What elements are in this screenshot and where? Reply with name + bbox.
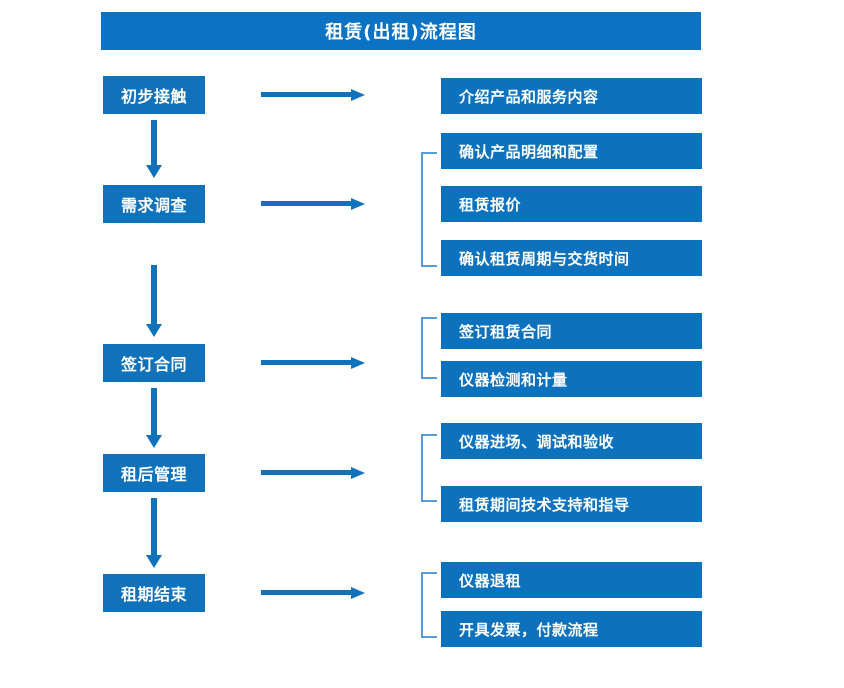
detail-box-4[interactable]: 确认租赁周期与交货时间: [441, 240, 702, 276]
detail-box-7[interactable]: 仪器进场、调试和验收: [441, 423, 702, 459]
stage-label: 签订合同: [120, 355, 187, 374]
detail-box-2[interactable]: 确认产品明细和配置: [441, 133, 702, 169]
down-arrow-icon: [143, 120, 165, 180]
stage-box-3[interactable]: 签订合同: [103, 344, 205, 382]
stage-box-4[interactable]: 租后管理: [103, 454, 205, 492]
page-title: 租赁(出租)流程图: [101, 12, 701, 50]
stage-box-5[interactable]: 租期结束: [103, 574, 205, 612]
stage-box-2[interactable]: 需求调查: [103, 185, 205, 223]
group-bracket-icon: [412, 317, 437, 379]
detail-label: 签订租赁合同: [459, 322, 553, 341]
detail-box-8[interactable]: 租赁期间技术支持和指导: [441, 486, 702, 522]
right-arrow-icon: [261, 355, 366, 371]
group-bracket-icon: [412, 572, 437, 638]
right-arrow-icon: [261, 87, 366, 103]
stage-label: 初步接触: [120, 87, 187, 106]
detail-label: 租赁报价: [459, 195, 522, 214]
right-arrow-icon: [261, 465, 366, 481]
detail-label: 仪器检测和计量: [459, 370, 568, 389]
stage-label: 需求调查: [120, 196, 187, 215]
detail-box-3[interactable]: 租赁报价: [441, 186, 702, 222]
detail-label: 租赁期间技术支持和指导: [459, 495, 630, 514]
detail-box-6[interactable]: 仪器检测和计量: [441, 361, 702, 397]
stage-label: 租期结束: [120, 585, 187, 604]
right-arrow-icon: [261, 196, 366, 212]
detail-label: 仪器退租: [459, 571, 522, 590]
stage-label: 租后管理: [120, 465, 187, 484]
group-bracket-icon: [412, 152, 437, 267]
detail-box-10[interactable]: 开具发票，付款流程: [441, 611, 702, 647]
down-arrow-icon: [143, 498, 165, 570]
down-arrow-icon: [143, 388, 165, 450]
detail-box-5[interactable]: 签订租赁合同: [441, 313, 702, 349]
detail-label: 仪器进场、调试和验收: [459, 432, 615, 451]
detail-label: 开具发票，付款流程: [459, 620, 599, 639]
detail-label: 确认产品明细和配置: [459, 142, 599, 161]
group-bracket-icon: [412, 434, 437, 502]
stage-box-1[interactable]: 初步接触: [103, 76, 205, 114]
right-arrow-icon: [261, 585, 366, 601]
detail-box-1[interactable]: 介绍产品和服务内容: [441, 78, 702, 114]
detail-label: 确认租赁周期与交货时间: [459, 249, 630, 268]
detail-box-9[interactable]: 仪器退租: [441, 562, 702, 598]
detail-label: 介绍产品和服务内容: [459, 87, 599, 106]
down-arrow-icon: [143, 265, 165, 339]
